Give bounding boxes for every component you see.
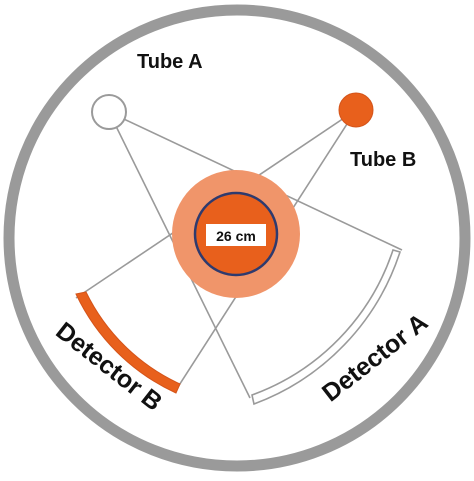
detector-a-label: Detector A: [317, 308, 433, 407]
tube-a: [91, 94, 127, 130]
field-of-view-circle: [193, 191, 279, 277]
tube-a-label: Tube A: [137, 51, 203, 73]
tube-b-label: Tube B: [350, 149, 416, 171]
gantry-ring: [3, 4, 471, 472]
field-of-view-label: 26 cm: [216, 228, 256, 244]
tube-b: [338, 92, 374, 128]
field-of-view-label-box: [206, 224, 266, 246]
detector-b: [75, 291, 181, 394]
detector-a: [251, 249, 402, 406]
